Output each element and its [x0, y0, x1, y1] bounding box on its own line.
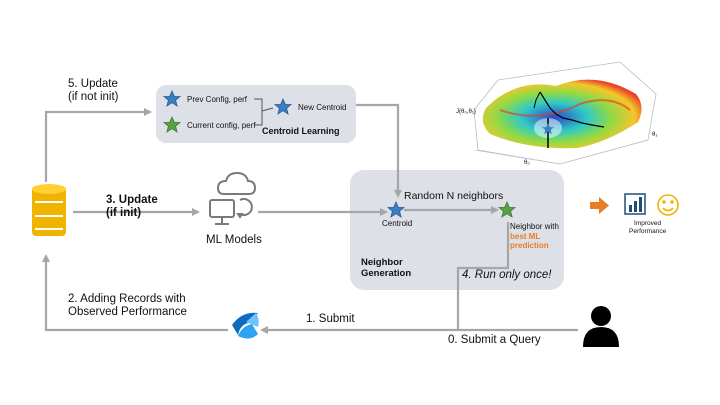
neighbor-generation-title: Neighbor Generation — [361, 257, 412, 279]
smiley-icon — [657, 194, 679, 216]
run-once-line — [456, 222, 510, 330]
merge-arrow — [261, 107, 274, 112]
update-not-init-label: 5. Update (if not init) — [68, 78, 119, 104]
plot-z-label: J(θ₀,θ₁) — [456, 109, 476, 115]
random-neighbors-label: Random N neighbors — [404, 190, 504, 202]
run-once-label: 4. Run only once! — [462, 269, 552, 281]
plot-x-label: θ₀ — [524, 160, 530, 166]
submit-label: 1. Submit — [306, 313, 355, 325]
neighbor-generation-box — [350, 170, 564, 290]
ml-models-label: ML Models — [206, 234, 262, 246]
plot-y-label: θ₁ — [652, 132, 658, 138]
star-current — [162, 115, 182, 133]
adding-records-arrow — [42, 254, 228, 332]
database-icon — [32, 184, 66, 236]
bar-chart-icon — [624, 193, 646, 215]
new-centroid-label: New Centroid — [298, 103, 347, 112]
current-config-label: Current config, perf — [187, 121, 256, 130]
ml-models-icon — [209, 171, 257, 225]
centroid-to-neighbor-arrow — [356, 103, 402, 198]
user-icon — [583, 306, 619, 347]
star-centroid — [386, 200, 406, 218]
app-logo-icon — [232, 312, 259, 339]
adding-records-label: 2. Adding Records with Observed Performa… — [68, 293, 187, 319]
surface-plot — [473, 61, 657, 165]
centroid-learning-box — [156, 85, 356, 143]
update-init-label: 3. Update (if init) — [106, 194, 158, 220]
centroid-learning-title: Centroid Learning — [262, 126, 340, 136]
orange-arrow-icon — [590, 197, 609, 214]
star-prev — [162, 89, 182, 107]
star-new-centroid — [273, 97, 293, 115]
centroid-label: Centroid — [382, 219, 413, 228]
prev-config-label: Prev Config, perf — [187, 95, 248, 104]
update-not-init-arrow — [44, 108, 152, 182]
best-neighbor-label: Neighbor with best ML prediction — [510, 222, 559, 251]
improved-performance-label: Improved Performance — [629, 220, 667, 235]
star-best-neighbor — [497, 200, 517, 218]
submit-query-label: 0. Submit a Query — [448, 334, 541, 346]
